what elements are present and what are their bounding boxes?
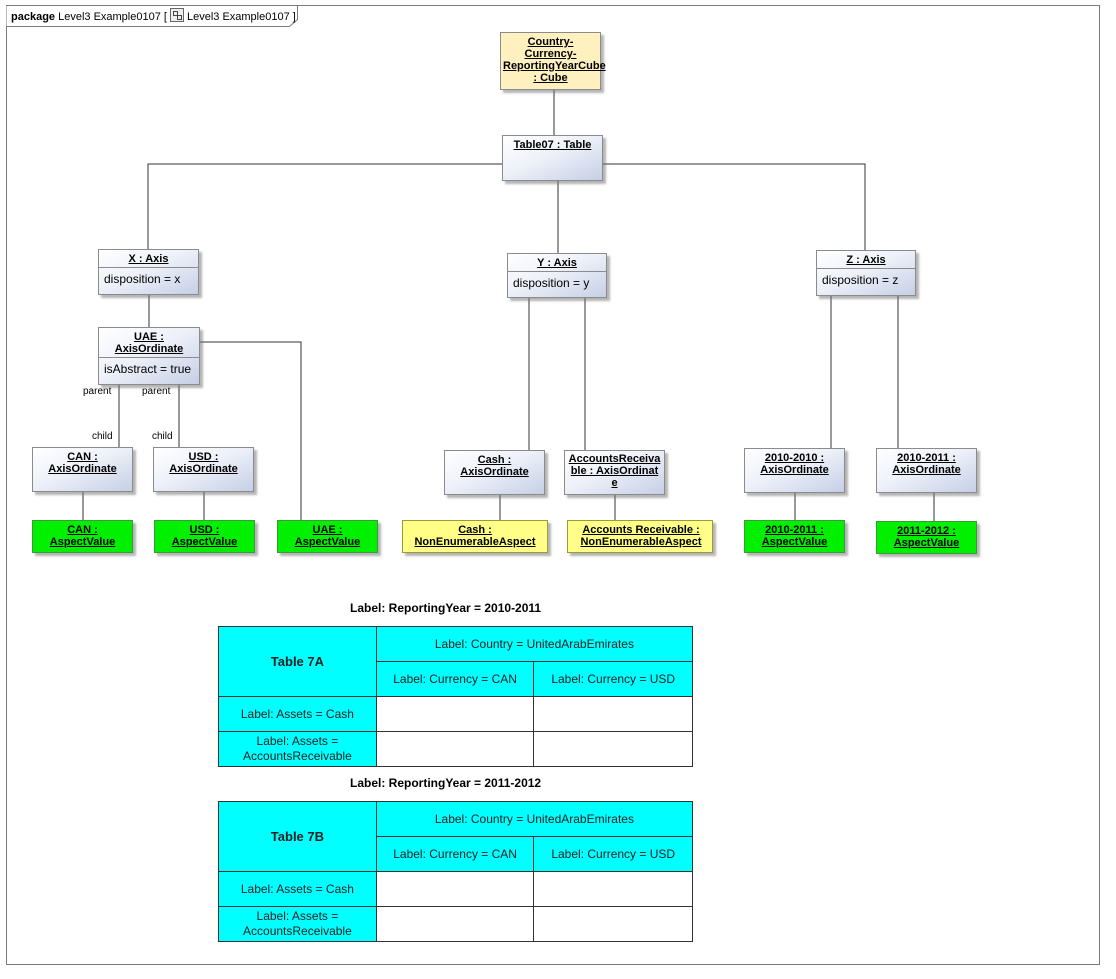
uae-ordinate-attr: isAbstract = true	[99, 357, 199, 380]
package-name: Level3 Example0107	[58, 11, 161, 23]
v2011-value-node[interactable]: 2011-2012 : AspectValue	[876, 521, 977, 554]
link-table-z	[603, 163, 866, 250]
role-child-usd: child	[152, 431, 173, 442]
y2010-ordinate-node[interactable]: 2010-2010 : AxisOrdinate	[744, 448, 845, 493]
table-7b-cell	[375, 871, 535, 907]
table-7b-caption: Label: ReportingYear = 2011-2012	[350, 776, 542, 790]
ar-aspect-title: Accounts Receivable : NonEnumerableAspec…	[580, 524, 702, 548]
y2011-ordinate-title: 2010-2011 : AxisOrdinate	[892, 452, 961, 476]
table-node[interactable]: Table07 : Table	[502, 135, 603, 181]
x-axis-title: X : Axis	[128, 253, 169, 265]
y2011-ordinate-node[interactable]: 2010-2011 : AxisOrdinate	[876, 448, 977, 493]
cube-title: Country-Currency-ReportingYearCube : Cub…	[503, 36, 606, 84]
table-7a: Table 7A Label: Country = UnitedArabEmir…	[218, 626, 694, 767]
table-7a-cell	[375, 731, 535, 767]
v2010-value-title: 2010-2011 : AspectValue	[761, 524, 828, 548]
bracket-close: ]	[292, 11, 296, 23]
table-7a-cell	[375, 696, 535, 732]
table-7b-currency-can: Label: Currency = CAN	[375, 836, 535, 872]
cash-aspect-title: Cash : NonEnumerableAspect	[414, 524, 536, 548]
cube-node[interactable]: Country-Currency-ReportingYearCube : Cub…	[500, 32, 606, 90]
uae-value-title: UAE : AspectValue	[294, 524, 361, 548]
ar-aspect-node[interactable]: Accounts Receivable : NonEnumerableAspec…	[567, 520, 713, 553]
package-keyword: package	[11, 11, 56, 23]
table-7a-currency-usd: Label: Currency = USD	[533, 661, 693, 697]
table-7a-row-ar-line2: AccountsReceivable	[243, 749, 352, 763]
ar-ordinate-title: AccountsReceivable : AxisOrdinate	[568, 453, 661, 489]
link-uae-uaeval	[200, 341, 302, 520]
y-axis-node[interactable]: Y : Axis disposition = y	[507, 253, 607, 298]
diagram-icon	[169, 8, 184, 22]
uae-ordinate-node[interactable]: UAE : AxisOrdinate isAbstract = true	[98, 327, 200, 385]
table-title: Table07 : Table	[513, 139, 592, 151]
table-7b-row-cash: Label: Assets = Cash	[218, 871, 377, 907]
table-7a-cell	[533, 731, 693, 767]
usd-value-node[interactable]: USD : AspectValue	[154, 520, 255, 553]
table-7a-row-cash: Label: Assets = Cash	[218, 696, 377, 732]
table-7b-cell	[533, 871, 693, 907]
cash-ordinate-title: Cash : AxisOrdinate	[460, 454, 529, 478]
link-table-x	[147, 163, 502, 249]
table-7a-cell	[533, 696, 693, 732]
package-tab-outline	[6, 5, 298, 27]
can-value-title: CAN : AspectValue	[49, 524, 116, 548]
table-7b-country-header: Label: Country = UnitedArabEmirates	[375, 801, 694, 837]
package-tab-text: package Level3 Example0107 [Level3 Examp…	[11, 8, 296, 23]
can-value-node[interactable]: CAN : AspectValue	[32, 520, 133, 553]
table-7a-row-ar-line1: Label: Assets =	[256, 734, 339, 748]
table-7b-row-ar-line2: AccountsReceivable	[243, 924, 352, 938]
y-axis-title: Y : Axis	[537, 257, 577, 269]
can-ordinate-title: CAN : AxisOrdinate	[48, 451, 117, 475]
table-7b: Table 7B Label: Country = UnitedArabEmir…	[218, 801, 694, 942]
v2011-value-title: 2011-2012 : AspectValue	[893, 525, 960, 549]
z-axis-attr: disposition = z	[817, 268, 915, 291]
uae-value-node[interactable]: UAE : AspectValue	[277, 520, 378, 553]
package-frame	[6, 5, 1100, 965]
z-axis-title: Z : Axis	[846, 254, 886, 266]
z-axis-node[interactable]: Z : Axis disposition = z	[816, 250, 916, 296]
can-ordinate-node[interactable]: CAN : AxisOrdinate	[32, 447, 133, 492]
table-7b-cell	[375, 906, 535, 942]
cash-ordinate-node[interactable]: Cash : AxisOrdinate	[444, 450, 545, 495]
y2010-ordinate-title: 2010-2010 : AxisOrdinate	[760, 452, 829, 476]
role-parent-usd: parent	[142, 386, 171, 397]
uae-ordinate-title: UAE : AxisOrdinate	[114, 331, 184, 355]
usd-ordinate-node[interactable]: USD : AxisOrdinate	[153, 447, 254, 492]
table-7a-country-header: Label: Country = UnitedArabEmirates	[375, 626, 694, 662]
table-7a-caption: Label: ReportingYear = 2010-2011	[350, 601, 542, 615]
table-7b-row-ar-line1: Label: Assets =	[256, 909, 339, 923]
table-7b-cell	[533, 906, 693, 942]
table-7a-corner: Table 7A	[218, 626, 377, 697]
x-axis-node[interactable]: X : Axis disposition = x	[98, 249, 199, 295]
y-axis-attr: disposition = y	[508, 271, 606, 294]
v2010-value-node[interactable]: 2010-2011 : AspectValue	[744, 520, 845, 553]
bracket-open: [	[163, 11, 167, 23]
role-child-can: child	[92, 431, 113, 442]
usd-value-title: USD : AspectValue	[171, 524, 238, 548]
usd-ordinate-title: USD : AxisOrdinate	[169, 451, 238, 475]
table-7a-row-ar: Label: Assets = AccountsReceivable	[218, 731, 377, 767]
diagram-ref: Level3 Example0107	[186, 11, 290, 23]
table-7b-corner: Table 7B	[218, 801, 377, 872]
table-7b-currency-usd: Label: Currency = USD	[533, 836, 693, 872]
table-7b-row-ar: Label: Assets = AccountsReceivable	[218, 906, 377, 942]
table-7a-currency-can: Label: Currency = CAN	[375, 661, 535, 697]
role-parent-can: parent	[83, 386, 112, 397]
cash-aspect-node[interactable]: Cash : NonEnumerableAspect	[402, 520, 548, 553]
x-axis-attr: disposition = x	[99, 267, 198, 290]
ar-ordinate-node[interactable]: AccountsReceivable : AxisOrdinate	[564, 450, 665, 495]
package-tab: package Level3 Example0107 [Level3 Examp…	[6, 5, 298, 27]
